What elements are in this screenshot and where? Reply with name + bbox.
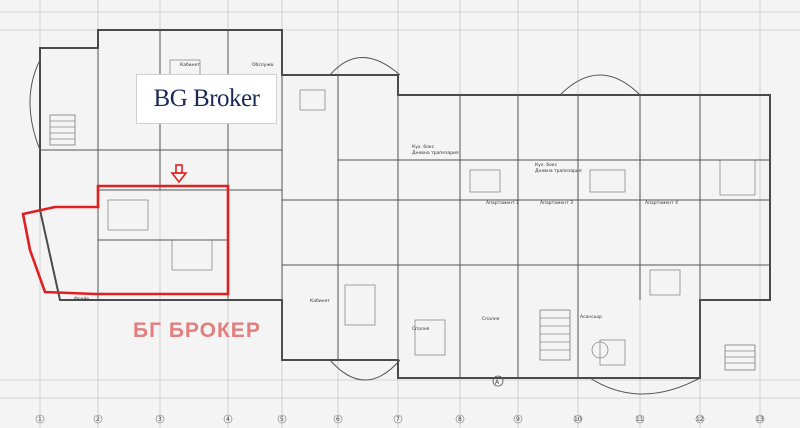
room-label-dneven: Дневна трапезария — [412, 150, 459, 156]
brand-logo: BG Broker — [136, 74, 277, 124]
brand-logo-text: BG Broker — [153, 85, 260, 112]
svg-text:3: 3 — [158, 416, 162, 423]
room-label-obslugv: Обслужв. — [252, 62, 274, 68]
svg-text:4: 4 — [226, 416, 230, 423]
room-label-asanseor: Асансьор — [580, 314, 602, 320]
room-label-spalnya: Спалня — [412, 326, 430, 332]
svg-text:10: 10 — [574, 416, 582, 423]
axis-markers — [35, 414, 765, 424]
highlighted-unit-outline — [21, 184, 230, 296]
room-labels: Кабинет Обслужв. Кух. бокс Дневна трапез… — [74, 62, 678, 332]
room-label-spalnya-2: Спалня — [482, 316, 500, 322]
furniture — [107, 59, 756, 366]
axis-labels: 1 2 3 4 5 6 7 8 9 10 11 12 13 — [38, 416, 764, 423]
section-marker: A — [492, 375, 504, 387]
room-label-kuhnya-2: Кух. бокс — [535, 162, 558, 168]
staircases — [49, 114, 756, 371]
svg-text:A: A — [495, 379, 500, 386]
room-label-kabinet: Кабинет — [180, 62, 200, 68]
svg-text:9: 9 — [516, 416, 520, 423]
svg-text:7: 7 — [396, 416, 400, 423]
svg-text:1: 1 — [38, 416, 42, 423]
watermark-text: БГ БРОКЕР — [133, 319, 261, 342]
svg-text:6: 6 — [336, 416, 340, 423]
room-label-apartament-4: Апартамент 4 — [645, 200, 678, 206]
room-label-dneven-2: Дневна трапезария — [535, 168, 582, 174]
balcony-curves — [29, 57, 701, 395]
svg-text:11: 11 — [636, 416, 644, 423]
interior-walls — [40, 30, 770, 378]
svg-text:5: 5 — [280, 416, 284, 423]
svg-text:8: 8 — [458, 416, 462, 423]
room-label-apartament-2: Апартамент 2 — [486, 200, 519, 206]
svg-text:12: 12 — [696, 416, 704, 423]
svg-text:2: 2 — [96, 416, 100, 423]
room-label-kabinet-2: Кабинет — [310, 298, 330, 304]
svg-text:13: 13 — [756, 416, 764, 423]
room-label-foaie: Фоайе — [74, 295, 89, 302]
room-label-kuhnya: Кух. бокс — [412, 144, 435, 150]
location-arrow-icon — [170, 164, 188, 184]
room-label-apartament-3: Апартамент 3 — [540, 200, 573, 206]
